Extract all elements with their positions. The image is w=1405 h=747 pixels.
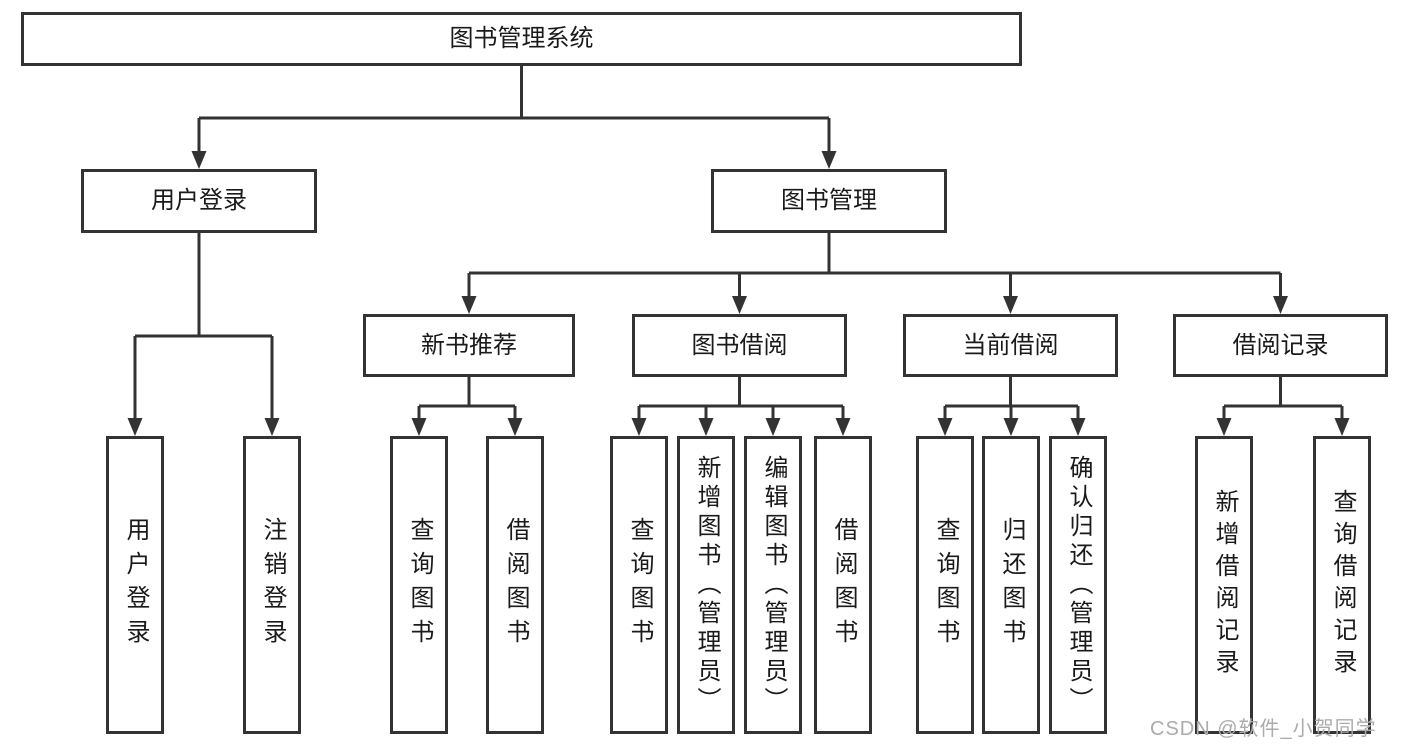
node-root-system: 图书管理系统	[21, 12, 1022, 66]
node-label: 新增图书（管理员）	[693, 454, 720, 716]
arrowhead-down	[698, 418, 714, 436]
arrowhead-down	[765, 418, 781, 436]
arrowhead-down	[1070, 418, 1086, 436]
node-user-login-branch: 用户登录	[81, 169, 317, 233]
arrowhead-down	[1216, 418, 1232, 436]
arrowheads	[127, 151, 1350, 436]
node-label: 新增借阅记录	[1211, 489, 1238, 681]
node-leaf-confirm-return-admin: 确认归还（管理员）	[1049, 436, 1107, 734]
node-label: 用户登录	[151, 187, 247, 214]
node-leaf-edit-books-admin: 编辑图书（管理员）	[744, 436, 802, 734]
arrowhead-down	[461, 296, 477, 314]
node-leaf-user-login: 用户登录	[106, 436, 164, 734]
node-label: 查询图书	[406, 517, 433, 653]
node-leaf-add-borrow-record: 新增借阅记录	[1195, 436, 1253, 734]
node-leaf-borrow-books-recommend: 借阅图书	[486, 436, 544, 734]
node-current-borrow: 当前借阅	[903, 314, 1118, 377]
node-book-management-branch: 图书管理	[711, 169, 947, 233]
node-leaf-query-books-recommend: 查询图书	[390, 436, 448, 734]
node-label: 用户登录	[122, 517, 149, 653]
arrowhead-down	[1273, 296, 1288, 314]
node-label: 归还图书	[998, 517, 1025, 653]
node-label: 借阅图书	[502, 517, 529, 653]
node-label: 查询借阅记录	[1329, 489, 1356, 681]
arrowhead-down	[1334, 418, 1350, 436]
node-leaf-return-books: 归还图书	[982, 436, 1040, 734]
arrowhead-down	[835, 418, 851, 436]
node-label: 图书借阅	[691, 331, 788, 359]
node-label: 图书管理系统	[449, 25, 594, 52]
node-leaf-query-books-borrow: 查询图书	[610, 436, 668, 734]
node-leaf-add-books-admin: 新增图书（管理员）	[677, 436, 735, 734]
node-leaf-logout: 注销登录	[243, 436, 301, 734]
node-label: 新书推荐	[421, 331, 517, 359]
node-label: 当前借阅	[962, 331, 1059, 359]
node-leaf-query-books-current: 查询图书	[916, 436, 974, 734]
node-leaf-borrow-books: 借阅图书	[814, 436, 872, 734]
node-leaf-query-borrow-record: 查询借阅记录	[1313, 436, 1371, 734]
node-label: 查询图书	[626, 517, 653, 653]
arrowhead-down	[1003, 418, 1019, 436]
node-label: 编辑图书（管理员）	[760, 454, 787, 716]
node-new-book-recommend: 新书推荐	[363, 314, 575, 377]
arrowhead-down	[732, 296, 747, 314]
node-label: 确认归还（管理员）	[1065, 454, 1092, 716]
arrowhead-down	[264, 418, 280, 436]
connector-paths	[133, 66, 1344, 418]
arrowhead-down	[631, 418, 647, 436]
node-label: 注销登录	[259, 517, 286, 653]
node-label: 图书管理	[781, 187, 877, 214]
arrowhead-down	[191, 151, 207, 169]
arrowhead-down	[507, 418, 523, 436]
arrowhead-down	[937, 418, 953, 436]
arrowhead-down	[127, 418, 143, 436]
node-label: 借阅图书	[830, 517, 857, 653]
node-book-borrow: 图书借阅	[632, 314, 847, 377]
node-label: 借阅记录	[1232, 331, 1329, 359]
node-label: 查询图书	[932, 517, 959, 653]
arrowhead-down	[821, 151, 837, 169]
arrowhead-down	[411, 418, 427, 436]
arrowhead-down	[1003, 296, 1018, 314]
csdn-watermark: CSDN @软件_小贺同学	[1150, 718, 1377, 740]
node-borrow-records: 借阅记录	[1173, 314, 1388, 377]
